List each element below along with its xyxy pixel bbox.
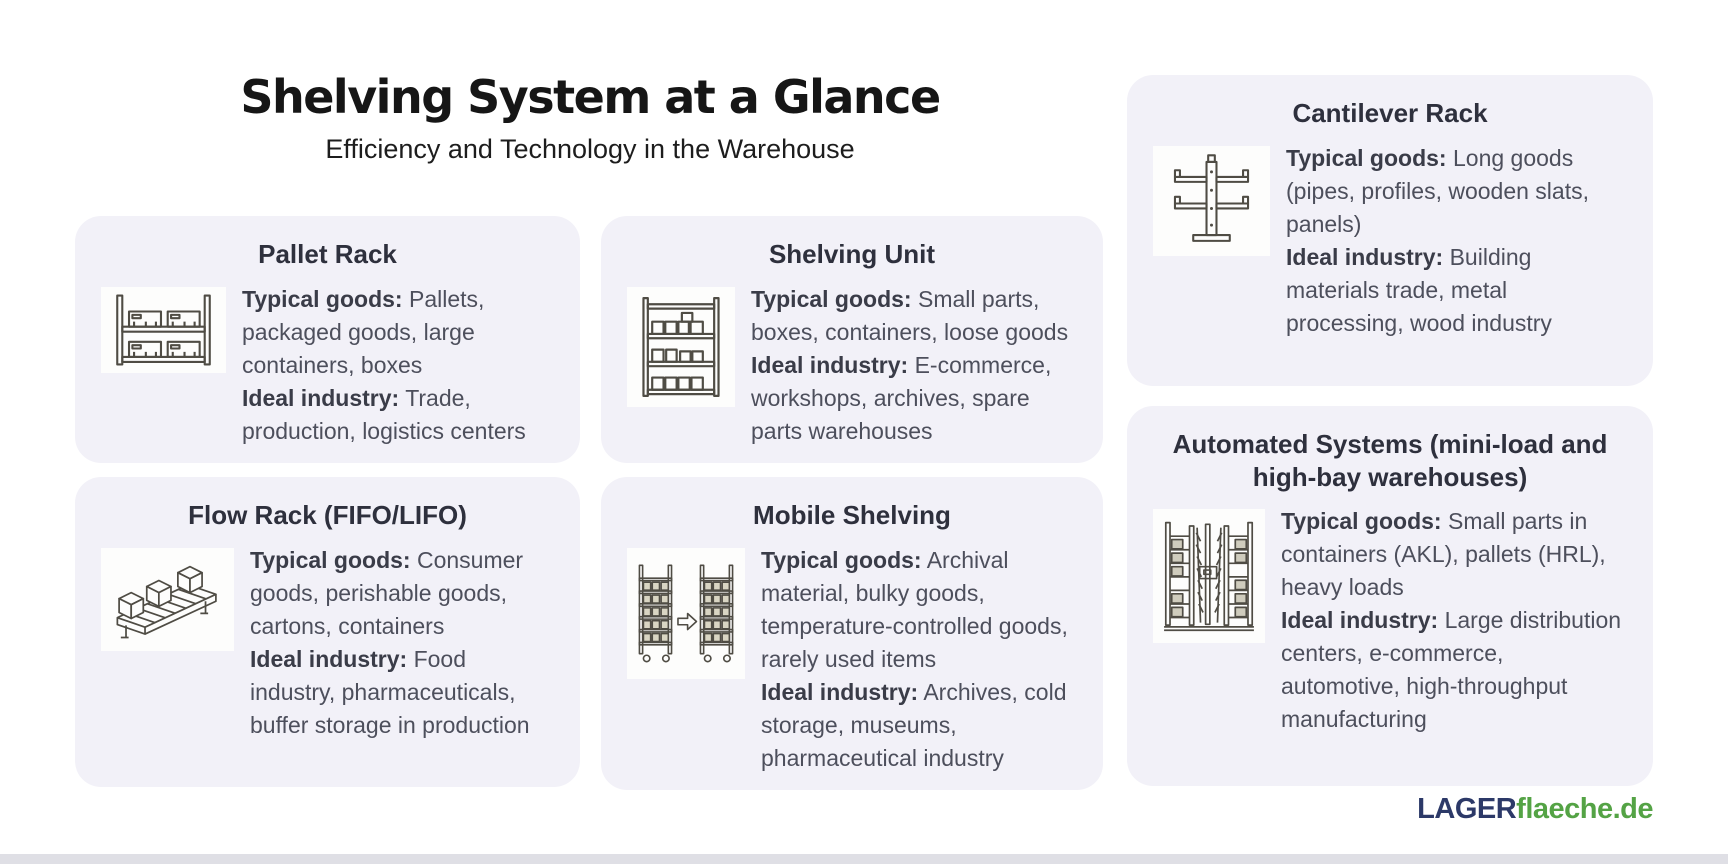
typical-goods-value: Pallets, packaged goods, large container…: [242, 285, 485, 378]
ideal-industry-label: Ideal industry:: [751, 351, 909, 378]
card-body: Typical goods: Small parts, boxes, conta…: [627, 283, 1077, 448]
ideal-industry-value: Food industry, pharmaceuticals, buffer s…: [250, 645, 530, 738]
card-automated-systems: Automated Systems (mini-load and high-ba…: [1127, 406, 1653, 786]
typical-goods-line: Typical goods: Small parts, boxes, conta…: [751, 283, 1077, 349]
typical-goods-label: Typical goods:: [751, 285, 912, 312]
ideal-industry-value: E-commerce, workshops, archives, spare p…: [751, 351, 1052, 444]
ideal-industry-value: Archives, cold storage, museums, pharmac…: [761, 678, 1067, 771]
card-flow-rack: Flow Rack (FIFO/LIFO): [75, 477, 580, 787]
lagerflaeche-logo: LAGERflaeche.de: [1417, 793, 1653, 826]
automated-systems-icon: [1153, 509, 1265, 643]
ideal-industry-label: Ideal industry:: [1286, 243, 1444, 270]
card-mobile-shelving: Mobile Shelving: [601, 477, 1103, 790]
card-shelving-unit: Shelving Unit: [601, 216, 1103, 463]
card-body: Typical goods: Long goods (pipes, profil…: [1153, 142, 1627, 340]
typical-goods-value: Long goods (pipes, profiles, wooden slat…: [1286, 144, 1589, 237]
card-cantilever-rack: Cantilever Rack: [1127, 75, 1653, 386]
logo-prefix: LAGER: [1417, 793, 1517, 825]
typical-goods-label: Typical goods:: [1286, 144, 1447, 171]
typical-goods-line: Typical goods: Pallets, packaged goods, …: [242, 283, 554, 382]
typical-goods-label: Typical goods:: [242, 285, 403, 312]
typical-goods-line: Typical goods: Small parts in containers…: [1281, 505, 1627, 604]
card-title-flow-rack: Flow Rack (FIFO/LIFO): [188, 500, 467, 530]
flow-rack-icon: [101, 547, 234, 651]
card-title-shelving-unit: Shelving Unit: [768, 239, 936, 269]
card-description: Typical goods: Consumer goods, perishabl…: [250, 544, 554, 742]
typical-goods-label: Typical goods:: [250, 546, 411, 573]
ideal-industry-label: Ideal industry:: [242, 384, 400, 411]
card-body: Typical goods: Archival material, bulky …: [627, 544, 1077, 775]
typical-goods-value: Consumer goods, perishable goods, carton…: [250, 546, 524, 639]
ideal-industry-line: Ideal industry: E-commerce, workshops, a…: [751, 349, 1077, 448]
typical-goods-value: Small parts in containers (AKL), pallets…: [1281, 508, 1606, 600]
shelving-unit-icon: [627, 286, 735, 407]
typical-goods-line: Typical goods: Long goods (pipes, profil…: [1286, 142, 1627, 241]
ideal-industry-line: Ideal industry: Building materials trade…: [1286, 241, 1627, 340]
card-title-pallet-rack: Pallet Rack: [258, 239, 397, 269]
typical-goods-value: Archival material, bulky goods, temperat…: [761, 546, 1068, 672]
card-title-automated-systems: Automated Systems (mini-load and high-ba…: [1172, 429, 1608, 492]
card-pallet-rack: Pallet Rack: [75, 216, 580, 463]
ideal-industry-value: Large distribution centers, e-commerce, …: [1281, 607, 1622, 732]
logo-suffix: flaeche.de: [1516, 793, 1653, 825]
typical-goods-line: Typical goods: Archival material, bulky …: [761, 544, 1077, 676]
ideal-industry-line: Ideal industry: Large distribution cente…: [1281, 604, 1627, 736]
typical-goods-line: Typical goods: Consumer goods, perishabl…: [250, 544, 554, 643]
card-description: Typical goods: Pallets, packaged goods, …: [242, 283, 554, 448]
typical-goods-label: Typical goods:: [761, 546, 922, 573]
typical-goods-value: Small parts, boxes, containers, loose go…: [751, 285, 1069, 345]
bottom-strip: [0, 854, 1728, 864]
ideal-industry-line: Ideal industry: Archives, cold storage, …: [761, 676, 1077, 775]
ideal-industry-value: Building materials trade, metal processi…: [1286, 243, 1552, 336]
ideal-industry-value: Trade, production, logistics centers: [242, 384, 526, 444]
card-description: Typical goods: Small parts in containers…: [1281, 505, 1627, 736]
page-header: Shelving System at a Glance Efficiency a…: [180, 70, 1000, 165]
card-description: Typical goods: Archival material, bulky …: [761, 544, 1077, 775]
card-body: Typical goods: Pallets, packaged goods, …: [101, 283, 554, 448]
card-title-mobile-shelving: Mobile Shelving: [753, 500, 951, 530]
card-title-cantilever-rack: Cantilever Rack: [1292, 98, 1488, 128]
card-body: Typical goods: Small parts in containers…: [1153, 505, 1627, 736]
card-body: Typical goods: Consumer goods, perishabl…: [101, 544, 554, 742]
ideal-industry-label: Ideal industry:: [1281, 607, 1439, 633]
card-description: Typical goods: Long goods (pipes, profil…: [1286, 142, 1627, 340]
page-title: Shelving System at a Glance: [240, 70, 941, 124]
card-description: Typical goods: Small parts, boxes, conta…: [751, 283, 1077, 448]
pallet-rack-icon: [101, 286, 226, 373]
ideal-industry-line: Ideal industry: Food industry, pharmaceu…: [250, 643, 554, 742]
typical-goods-label: Typical goods:: [1281, 508, 1442, 534]
mobile-shelving-icon: [627, 547, 745, 679]
page-subtitle: Efficiency and Technology in the Warehou…: [325, 134, 855, 164]
ideal-industry-label: Ideal industry:: [250, 645, 408, 672]
cantilever-rack-icon: [1153, 145, 1270, 256]
ideal-industry-label: Ideal industry:: [761, 678, 919, 705]
ideal-industry-line: Ideal industry: Trade, production, logis…: [242, 382, 554, 448]
